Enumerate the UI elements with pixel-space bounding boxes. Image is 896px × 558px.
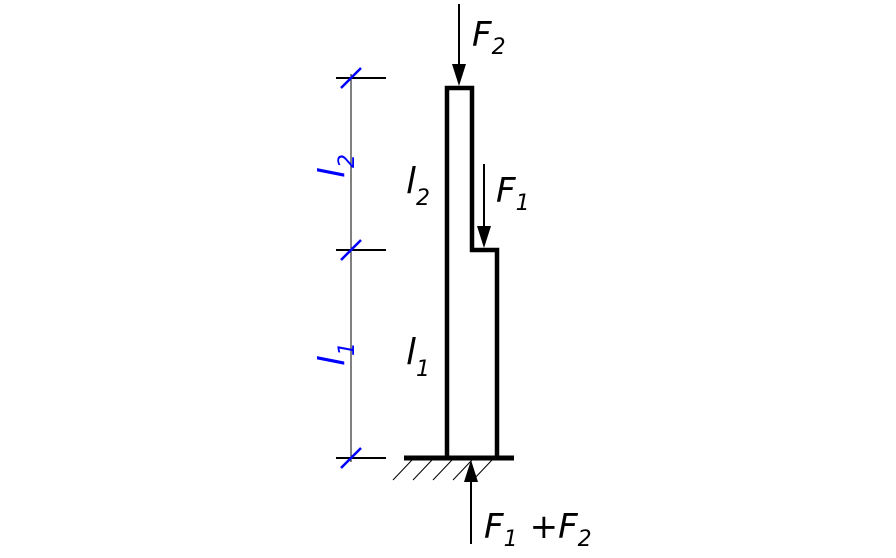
dimension-tick-middle xyxy=(340,239,362,261)
force-f2-label: F2 xyxy=(472,15,506,60)
section-lower-label: l1 xyxy=(406,332,430,382)
reaction-force-label: F1+F2 xyxy=(484,507,592,552)
section-upper-label: l2 xyxy=(406,161,430,211)
reaction-force-arrow xyxy=(464,460,478,544)
force-f1-arrow xyxy=(477,164,491,248)
column-outline xyxy=(444,85,500,458)
dimension-lines xyxy=(336,67,386,469)
force-f2-arrow xyxy=(452,4,466,86)
dimension-upper-label: l2 xyxy=(312,154,360,178)
support-hatching xyxy=(392,459,493,481)
dimension-lower-label: l1 xyxy=(312,342,360,366)
dimension-tick-top xyxy=(340,67,362,89)
dimension-tick-bottom xyxy=(340,447,362,469)
force-f1-label: F1 xyxy=(496,171,530,216)
